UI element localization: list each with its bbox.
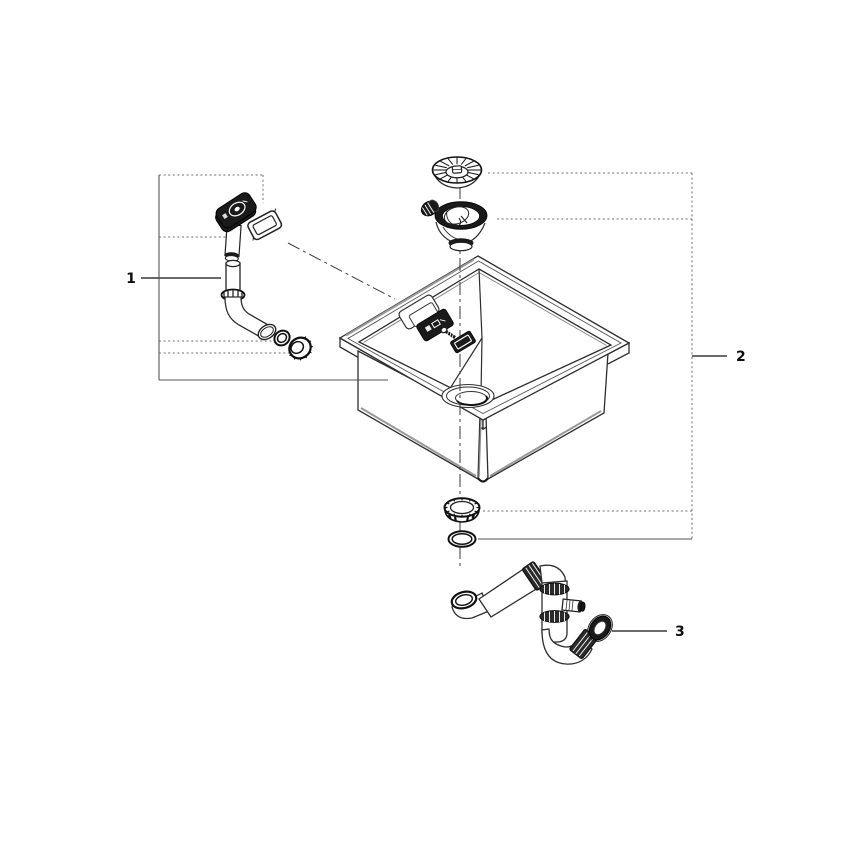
strainer-plug-ribs	[433, 157, 481, 183]
overflow-clamp-plate	[450, 330, 476, 354]
overflow-nut	[288, 336, 313, 361]
overflow-gasket	[247, 208, 283, 241]
overflow-pipe	[220, 259, 277, 341]
overflow-axis-line	[287, 242, 396, 300]
sink-drain-recess	[441, 383, 495, 409]
drain-locknut	[443, 497, 481, 523]
trap-inlet-opening	[450, 590, 478, 610]
sink-bottom-corner	[477, 477, 489, 483]
callout-label-2: 2	[736, 349, 746, 365]
overflow-tube	[224, 223, 242, 262]
strainer-basket	[420, 199, 488, 252]
trap-outlet-opening	[587, 614, 613, 642]
overflow-assembly	[215, 192, 313, 361]
callout-label-1: 1	[126, 271, 136, 287]
callout-bracket-1	[141, 174, 388, 381]
callout-bracket-2	[478, 172, 727, 540]
sink-basin	[338, 255, 631, 483]
overflow-cover-plate	[215, 192, 257, 233]
trap-ring-upper	[539, 582, 570, 596]
callout-label-3: 3	[675, 624, 685, 640]
trap-hose-barb	[561, 598, 586, 613]
overflow-hole	[398, 294, 440, 330]
siphon-trap	[450, 561, 613, 665]
overflow-washer	[273, 329, 291, 347]
drain-washer	[447, 530, 477, 548]
strainer-basket-knob	[420, 199, 440, 217]
overflow-screw	[440, 326, 456, 339]
overflow-trim-plate	[416, 308, 454, 342]
strainer-plug-knob	[451, 165, 463, 174]
strainer-plug	[431, 156, 483, 189]
trap-ring-lower	[539, 610, 570, 623]
overflow-trim-parts	[398, 294, 476, 354]
